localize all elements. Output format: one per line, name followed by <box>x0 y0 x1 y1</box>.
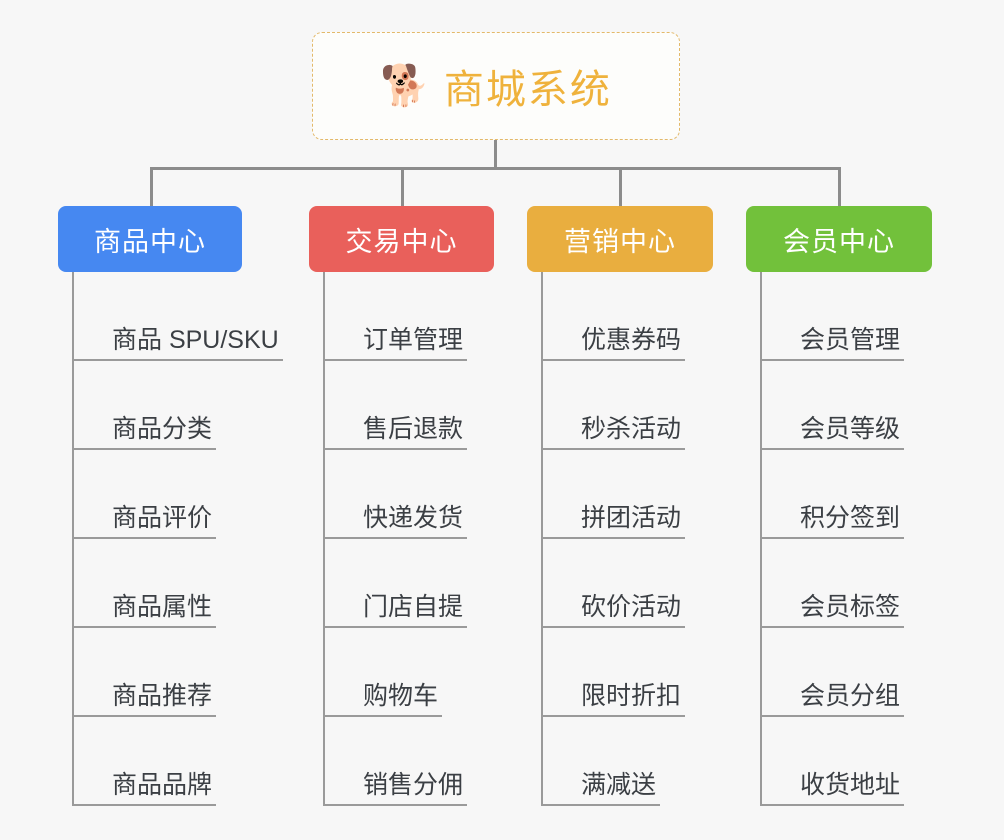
list-item[interactable]: 优惠券码 <box>543 272 747 361</box>
list-item[interactable]: 商品评价 <box>74 450 278 539</box>
list-item-label: 优惠券码 <box>581 326 682 354</box>
list-item-label: 商品属性 <box>112 593 213 621</box>
list-item-rule <box>543 448 685 450</box>
list-item-label: 商品评价 <box>112 504 213 532</box>
list-item-rule <box>762 359 904 361</box>
list-item[interactable]: 满减送 <box>543 717 747 806</box>
list-item-rule <box>325 626 467 628</box>
list-item[interactable]: 商品 SPU/SKU <box>74 272 283 361</box>
list-item-rule <box>74 715 216 717</box>
column-marketing-center: 营销中心 优惠券码 秒杀活动 拼团活动 砍价活动 <box>527 206 747 806</box>
column-product-center: 商品中心 商品 SPU/SKU 商品分类 商品评价 商品属性 <box>58 206 283 806</box>
list-item[interactable]: 快递发货 <box>325 450 529 539</box>
column-member-center: 会员中心 会员管理 会员等级 积分签到 会员标签 <box>746 206 966 806</box>
list-item-label: 限时折扣 <box>581 682 682 710</box>
list-item-label: 会员标签 <box>800 593 901 621</box>
root-node[interactable]: 🐕 商城系统 <box>312 32 680 140</box>
list-item-label: 积分签到 <box>800 504 901 532</box>
list-item-rule <box>543 715 685 717</box>
list-item-label: 售后退款 <box>363 415 464 443</box>
list-item[interactable]: 限时折扣 <box>543 628 747 717</box>
list-item-label: 商品 SPU/SKU <box>112 326 279 354</box>
list-item-rule <box>74 626 216 628</box>
list-item[interactable]: 积分签到 <box>762 450 966 539</box>
connector-drop-3 <box>619 167 622 206</box>
column-trade-center: 交易中心 订单管理 售后退款 快递发货 门店自提 <box>309 206 529 806</box>
connector-root-stem <box>494 140 497 169</box>
list-item-label: 购物车 <box>363 682 439 710</box>
list-item-label: 会员管理 <box>800 326 901 354</box>
connector-drop-1 <box>150 167 153 206</box>
list-item[interactable]: 售后退款 <box>325 361 529 450</box>
list-item-label: 拼团活动 <box>581 504 682 532</box>
leaf-list-marketing-center: 优惠券码 秒杀活动 拼团活动 砍价活动 限时折扣 <box>541 272 747 806</box>
list-item-rule <box>74 804 216 806</box>
connector-horizontal-bus <box>150 167 840 170</box>
list-item-label: 满减送 <box>581 771 657 799</box>
list-item[interactable]: 购物车 <box>325 628 529 717</box>
list-item-rule <box>543 537 685 539</box>
connector-drop-2 <box>401 167 404 206</box>
list-item[interactable]: 订单管理 <box>325 272 529 361</box>
root-title: 商城系统 <box>443 68 612 112</box>
list-item-label: 订单管理 <box>363 326 464 354</box>
leaf-list-member-center: 会员管理 会员等级 积分签到 会员标签 会员分组 <box>760 272 966 806</box>
list-item-rule <box>74 537 216 539</box>
list-item-label: 快递发货 <box>363 504 464 532</box>
list-item[interactable]: 商品推荐 <box>74 628 278 717</box>
list-item-rule <box>74 448 216 450</box>
list-item[interactable]: 拼团活动 <box>543 450 747 539</box>
list-item[interactable]: 秒杀活动 <box>543 361 747 450</box>
list-item[interactable]: 销售分佣 <box>325 717 529 806</box>
list-item-rule <box>325 448 467 450</box>
leaf-list-product-center: 商品 SPU/SKU 商品分类 商品评价 商品属性 商品推荐 <box>72 272 283 806</box>
list-item-rule <box>762 715 904 717</box>
list-item-label: 秒杀活动 <box>581 415 682 443</box>
list-item[interactable]: 收货地址 <box>762 717 966 806</box>
column-header-member-center[interactable]: 会员中心 <box>746 206 932 272</box>
list-item[interactable]: 商品属性 <box>74 539 278 628</box>
list-item[interactable]: 会员管理 <box>762 272 966 361</box>
column-header-trade-center[interactable]: 交易中心 <box>309 206 494 272</box>
list-item-rule <box>543 359 685 361</box>
list-item-rule <box>325 715 442 717</box>
column-header-product-center[interactable]: 商品中心 <box>58 206 242 272</box>
list-item-label: 商品分类 <box>112 415 213 443</box>
list-item-rule <box>543 804 660 806</box>
leaf-list-trade-center: 订单管理 售后退款 快递发货 门店自提 购物车 <box>323 272 529 806</box>
list-item-rule <box>762 537 904 539</box>
list-item[interactable]: 门店自提 <box>325 539 529 628</box>
list-item-label: 销售分佣 <box>363 771 464 799</box>
list-item[interactable]: 商品分类 <box>74 361 278 450</box>
list-item[interactable]: 商品品牌 <box>74 717 278 806</box>
list-item-label: 商品推荐 <box>112 682 213 710</box>
list-item-rule <box>325 359 467 361</box>
list-item-rule <box>325 537 467 539</box>
list-item-rule <box>74 359 283 361</box>
list-item[interactable]: 砍价活动 <box>543 539 747 628</box>
list-item-label: 会员等级 <box>800 415 901 443</box>
list-item-rule <box>762 626 904 628</box>
list-item-label: 砍价活动 <box>581 593 682 621</box>
list-item[interactable]: 会员分组 <box>762 628 966 717</box>
list-item-label: 门店自提 <box>363 593 464 621</box>
list-item-label: 商品品牌 <box>112 771 213 799</box>
list-item-rule <box>325 804 467 806</box>
list-item[interactable]: 会员等级 <box>762 361 966 450</box>
list-item-label: 会员分组 <box>800 682 901 710</box>
list-item-rule <box>762 448 904 450</box>
list-item-rule <box>762 804 904 806</box>
list-item-label: 收货地址 <box>800 771 901 799</box>
shiba-dog-icon: 🐕 <box>380 64 430 108</box>
list-item[interactable]: 会员标签 <box>762 539 966 628</box>
root-node-wrapper: 🐕 商城系统 <box>312 32 680 140</box>
list-item-rule <box>543 626 685 628</box>
connector-drop-4 <box>838 167 841 206</box>
column-header-marketing-center[interactable]: 营销中心 <box>527 206 713 272</box>
